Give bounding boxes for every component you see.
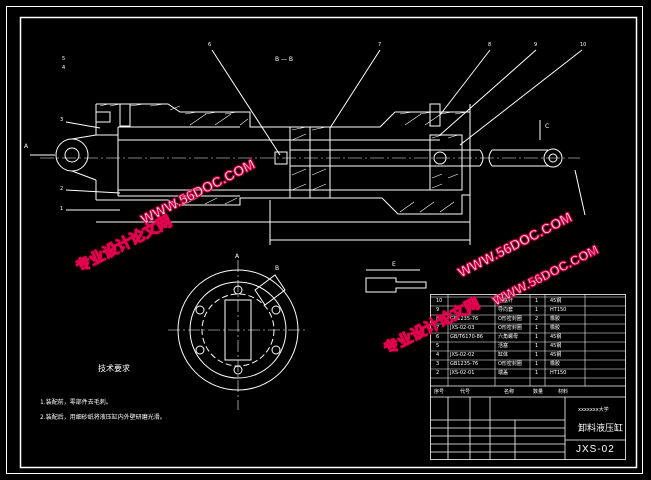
bom-header-mat: 材料 <box>558 389 569 395</box>
callout-5: 5 <box>62 56 66 62</box>
bom-header-name: 名称 <box>504 389 515 395</box>
bom-cell-code: GB1235-76 <box>450 316 479 322</box>
bom-cell-mat: 45钢 <box>550 343 562 349</box>
view-c-label: C <box>545 123 550 130</box>
notes-line-1: 1.装配前，零部件去毛刺。 <box>40 399 112 406</box>
school-name: xxxxxxx大学 <box>578 407 609 413</box>
cylinder-top-outline <box>96 103 471 128</box>
view-a-label: A <box>24 143 29 150</box>
notes-line-2: 2.装配后，用细砂纸将液压缸内外壁研磨光滑。 <box>40 414 166 421</box>
notes-heading: 技术要求 <box>98 364 130 373</box>
title-block <box>430 294 626 460</box>
callout-7: 7 <box>378 42 382 48</box>
end-view-b-label: B <box>275 265 280 272</box>
bom-cell-name: 活塞 <box>498 343 509 349</box>
bom-cell-qty: 1 <box>535 334 539 340</box>
rod-eye <box>543 148 563 168</box>
bom-cell-name: 六角螺母 <box>498 334 519 340</box>
bom-cell-name: O形密封圈 <box>498 325 522 331</box>
bom-cell-no: 8 <box>436 316 440 322</box>
bom-header-qty: 数量 <box>533 389 544 395</box>
bom-cell-code: GB1235-76 <box>450 361 479 367</box>
bom-cell-name: 导向套 <box>498 307 514 313</box>
drawing-number: JXS-02 <box>576 444 615 455</box>
bom-cell-no: 6 <box>436 334 440 340</box>
callout-6: 6 <box>208 42 212 48</box>
bom-cell-no: 4 <box>436 352 440 358</box>
bom-cell-mat: HT150 <box>550 370 567 376</box>
bom-cell-mat: 橡胶 <box>550 361 561 367</box>
cylinder-bottom-outline <box>96 104 471 215</box>
callout-3: 3 <box>60 117 64 123</box>
bom-cell-qty: 1 <box>535 352 539 358</box>
bom-cell-mat: 45钢 <box>550 352 562 358</box>
part-name: 卸料液压缸 <box>578 424 624 434</box>
bom-cell-mat: 45钢 <box>550 298 562 304</box>
callout-2: 2 <box>60 186 64 192</box>
bom-cell-qty: 2 <box>535 316 539 322</box>
bom-cell-no: 7 <box>436 325 440 331</box>
bom-cell-mat: 橡胶 <box>550 325 561 331</box>
bom-cell-qty: 1 <box>535 325 539 331</box>
bom-cell-qty: 1 <box>535 361 539 367</box>
bom-cell-mat: HT150 <box>550 307 567 313</box>
callout-1: 1 <box>60 206 64 212</box>
bom-cell-code: GB/T6170-86 <box>450 334 483 340</box>
callout-4: 4 <box>62 65 66 71</box>
bom-header-code: 代号 <box>460 389 471 395</box>
bom-cell-code: JXS-02-03 <box>450 325 475 331</box>
bom-cell-code: JXS-02-02 <box>450 352 475 358</box>
bom-cell-name: 活塞杆 <box>498 298 514 304</box>
bom-header-no: 序号 <box>434 389 445 395</box>
detail-e <box>365 277 427 293</box>
bom-cell-name: 端盖 <box>498 370 509 376</box>
detail-label: E <box>392 261 396 268</box>
bom-cell-mat: 45钢 <box>550 334 562 340</box>
inner-frame <box>19 16 638 469</box>
section-label: B — B <box>275 56 294 63</box>
bom-cell-name: 缸体 <box>498 352 509 358</box>
bom-cell-code: JXS-02-01 <box>450 370 475 376</box>
bom-cell-no: 3 <box>436 361 440 367</box>
bom-cell-qty: 1 <box>535 307 539 313</box>
bom-cell-name: O形密封圈 <box>498 316 522 322</box>
outer-frame <box>6 6 643 474</box>
bom-cell-qty: 1 <box>535 298 539 304</box>
bom-cell-no: 9 <box>436 307 440 313</box>
bom-grid <box>430 294 626 386</box>
bom-cell-no: 5 <box>436 343 440 349</box>
bom-cell-name: O形密封圈 <box>498 361 522 367</box>
bom-cell-qty: 1 <box>535 370 539 376</box>
callout-9: 9 <box>534 42 538 48</box>
callout-10: 10 <box>580 42 587 48</box>
end-view-a-label: A <box>235 253 240 260</box>
gland <box>429 134 463 191</box>
bom-cell-no: 2 <box>436 370 440 376</box>
clevis-eye <box>55 138 89 172</box>
bom-cell-no: 10 <box>436 298 443 304</box>
bom-cell-mat: 橡胶 <box>550 316 561 322</box>
callout-8: 8 <box>488 42 492 48</box>
bom-cell-qty: 1 <box>535 343 539 349</box>
